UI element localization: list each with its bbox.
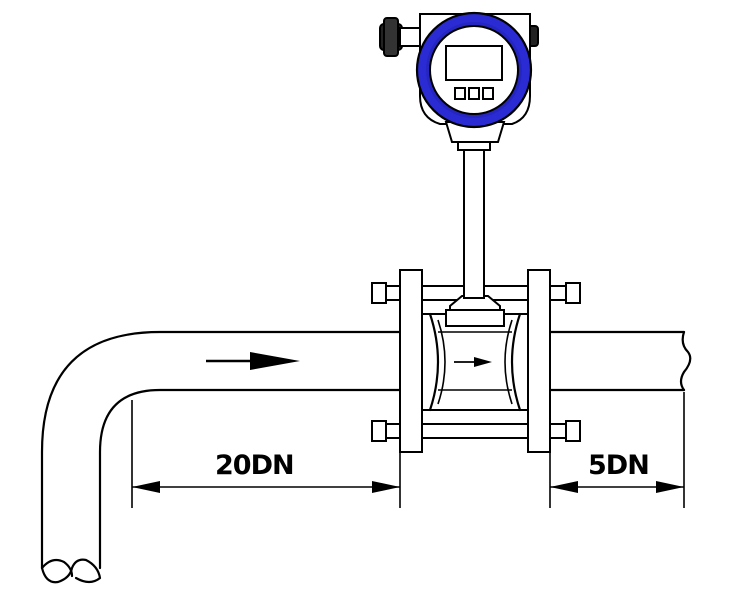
- pipe-right-break: [679, 330, 692, 392]
- nut-top-left: [371, 282, 387, 304]
- pipe-outer-edge: [40, 330, 402, 570]
- nut-bottom-left: [371, 420, 387, 442]
- nut-bottom-right: [565, 420, 581, 442]
- pipe-break-end-lower: [40, 558, 74, 578]
- downstream-length-label: 5DN: [588, 450, 649, 481]
- display-button-2: [468, 87, 480, 100]
- pipe-inner-edge: [98, 388, 402, 570]
- transmitter-stem: [457, 139, 491, 299]
- meter-body-inner: [428, 312, 522, 412]
- display-button-3: [482, 87, 494, 100]
- nut-top-right: [565, 282, 581, 304]
- transmitter-head: [379, 11, 539, 143]
- meter-flow-arrow-icon: [454, 357, 492, 367]
- display-button-1: [454, 87, 466, 100]
- lcd-screen: [445, 45, 503, 81]
- pipe: [40, 330, 692, 584]
- dimension-upstream: 20DN: [131, 400, 401, 508]
- flow-arrow-icon: [206, 352, 300, 370]
- upstream-length-label: 20DN: [215, 450, 294, 481]
- flange-assembly: [371, 269, 581, 453]
- pipe-break-end: [40, 558, 102, 584]
- dimension-downstream: 5DN: [549, 392, 685, 508]
